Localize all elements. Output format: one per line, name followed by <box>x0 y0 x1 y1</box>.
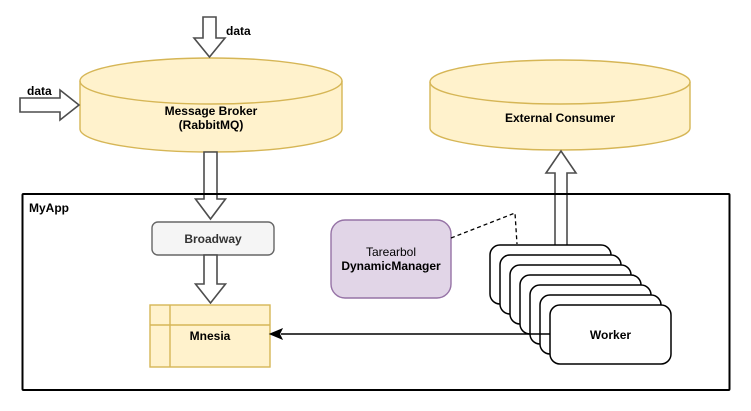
dynamic-manager-link-dashed <box>450 212 518 245</box>
message-broker-line1: Message Broker <box>164 103 258 118</box>
worker-to-mnesia-arrowhead <box>268 328 284 340</box>
mnesia-text: Mnesia <box>189 329 231 343</box>
myapp-container-box <box>21 193 731 391</box>
worker-text: Worker <box>589 327 632 342</box>
myapp-container-label: MyApp <box>29 201 69 215</box>
data-arrow-top <box>192 16 227 59</box>
broadway-label: Broadway <box>152 222 274 255</box>
dynamic-manager-line1: Tarearbol <box>365 245 417 259</box>
dynamic-manager-box <box>330 219 452 299</box>
mnesia-label: Mnesia <box>150 305 270 367</box>
data-top-label: data <box>226 24 251 38</box>
cylinder-rim <box>429 81 691 105</box>
message-broker-line2: (RabbitMQ) <box>178 117 244 132</box>
data-arrow-left <box>19 88 81 122</box>
message-broker-cylinder <box>79 57 343 153</box>
broker-to-broadway-arrow <box>193 151 228 221</box>
worker-label: Worker <box>550 305 671 364</box>
worker-to-mnesia-arrow <box>268 328 550 340</box>
broadway-to-mnesia-arrow <box>193 254 228 305</box>
external-consumer-text: External Consumer <box>504 111 616 125</box>
external-consumer-cylinder <box>429 59 691 151</box>
external-consumer-label: External Consumer <box>430 92 690 144</box>
cylinder-rim <box>79 80 343 105</box>
worker-stack <box>489 244 672 365</box>
worker-to-consumer-arrow <box>544 149 578 252</box>
message-broker-label: Message Broker (RabbitMQ) <box>80 90 342 145</box>
broadway-text: Broadway <box>184 231 242 246</box>
data-left-label: data <box>27 84 52 98</box>
mnesia-table <box>149 304 271 368</box>
dynamic-manager-label: Tarearbol DynamicManager <box>331 220 451 298</box>
dynamic-manager-line2: DynamicManager <box>341 259 441 273</box>
